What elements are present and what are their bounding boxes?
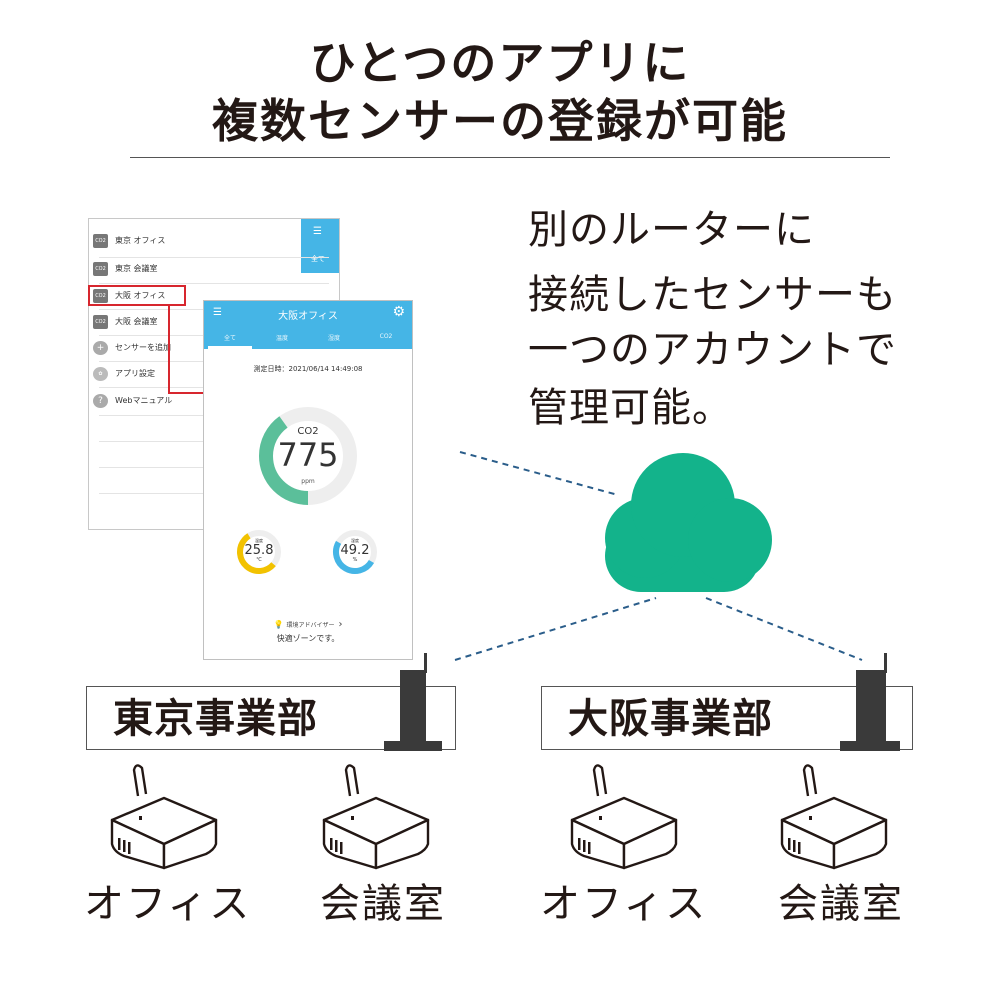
router-icon xyxy=(384,653,442,751)
menu-item-label: センサーを追加 xyxy=(115,343,171,352)
sensor-label-tokyo-meeting-room: 会議室 xyxy=(320,881,446,927)
co2-sensor-device-icon xyxy=(322,764,430,870)
plus-icon: + xyxy=(93,340,108,355)
menu-item-label: 大阪 オフィス xyxy=(115,291,166,300)
sensor-label-osaka-meeting-room: 会議室 xyxy=(778,881,904,927)
detail-tabs: 全て 温度 湿度 CO2 xyxy=(204,327,412,349)
tab-humidity[interactable]: 湿度 xyxy=(327,335,340,342)
menu-item-web-manual[interactable]: ? Webマニュアル xyxy=(93,391,305,411)
measured-timestamp: 測定日時：2021/06/14 14:49:08 xyxy=(253,365,363,373)
co2-sensor-icon: CO2 xyxy=(93,288,108,303)
description-line-1: 別のルーターに xyxy=(528,207,815,253)
menu-item-app-settings[interactable]: ✿ アプリ設定 xyxy=(93,364,305,384)
humidity-gauge-fill xyxy=(333,530,377,574)
advisor-label: 環境アドバイザー xyxy=(286,622,335,629)
temperature-unit: ℃ xyxy=(256,557,262,563)
menu-item-tokyo-meeting-room[interactable]: CO2 東京 会議室 xyxy=(93,259,305,279)
co2-label: CO2 xyxy=(297,426,319,437)
site-banner-osaka: 大阪事業部 xyxy=(541,686,913,750)
menu-item-label: 大阪 会議室 xyxy=(115,317,158,326)
temperature-label: 温度 xyxy=(255,538,263,543)
co2-gauge xyxy=(259,407,357,505)
temperature-value: 25.8 xyxy=(244,543,274,558)
headline-line-1: ひとつのアプリに xyxy=(309,36,691,90)
menu-item-label: 東京 オフィス xyxy=(115,236,166,245)
gear-icon: ✿ xyxy=(93,366,108,381)
co2-sensor-device-icon xyxy=(570,764,678,870)
detail-header: ☰ 大阪オフィス ⚙ xyxy=(204,301,412,327)
co2-unit: ppm xyxy=(301,478,315,485)
active-tab-indicator xyxy=(208,346,252,349)
site-banner-tokyo: 東京事業部 xyxy=(86,686,456,750)
co2-value: 775 xyxy=(277,436,339,474)
sensor-label-osaka-office: オフィス xyxy=(540,881,708,927)
headline-divider xyxy=(130,157,890,158)
menu-all-label[interactable]: 全て xyxy=(311,255,325,263)
selected-item-highlight xyxy=(88,285,186,306)
menu-item-label: アプリ設定 xyxy=(115,369,155,378)
description-line-2: 接続したセンサーも xyxy=(528,272,897,318)
environment-advisor-link[interactable]: 💡環境アドバイザー› xyxy=(204,619,412,630)
menu-item-label: Webマニュアル xyxy=(115,396,173,405)
menu-item-tokyo-office[interactable]: CO2 東京 オフィス xyxy=(93,231,305,251)
site-name-osaka: 大阪事業部 xyxy=(568,696,773,742)
co2-sensor-icon: CO2 xyxy=(93,233,108,248)
menu-item-osaka-meeting-room[interactable]: CO2 大阪 会議室 xyxy=(93,312,305,332)
cloud-to-osaka-line xyxy=(705,597,863,661)
chevron-right-icon: › xyxy=(338,619,343,630)
tab-temperature[interactable]: 温度 xyxy=(275,335,288,342)
highlight-connector-line xyxy=(168,306,206,394)
co2-gauge-fill xyxy=(259,407,357,505)
co2-sensor-icon: CO2 xyxy=(93,261,108,276)
tab-all[interactable]: 全て xyxy=(223,335,236,342)
humidity-unit: % xyxy=(352,557,358,563)
menu-item-label: 東京 会議室 xyxy=(115,264,158,273)
humidity-readout: 湿度 49.2 % xyxy=(332,538,378,563)
menu-divider xyxy=(99,283,329,284)
menu-item-osaka-office[interactable]: CO2 大阪 オフィス xyxy=(93,286,305,306)
menu-divider xyxy=(99,257,329,258)
co2-sensor-device-icon xyxy=(780,764,888,870)
description-line-3: 一つのアカウントで xyxy=(528,327,897,373)
router-icon xyxy=(840,653,900,751)
cloud-to-tokyo-line xyxy=(454,597,657,661)
menu-header: ☰ 全て xyxy=(301,219,339,273)
detail-title: 大阪オフィス xyxy=(278,311,338,322)
humidity-gauge xyxy=(333,530,377,574)
co2-sensor-icon: CO2 xyxy=(93,314,108,329)
gear-icon[interactable]: ⚙ xyxy=(392,304,405,320)
co2-sensor-device-icon xyxy=(110,764,218,870)
cloud-icon xyxy=(605,453,772,592)
humidity-label: 湿度 xyxy=(351,538,359,543)
comfort-status: 快適ゾーンです。 xyxy=(276,634,340,643)
hamburger-icon[interactable]: ☰ xyxy=(313,226,322,237)
menu-item-add-sensor[interactable]: + センサーを追加 xyxy=(93,338,305,358)
temperature-readout: 温度 25.8 ℃ xyxy=(236,538,282,563)
sensor-label-tokyo-office: オフィス xyxy=(84,881,252,927)
description-line-4: 管理可能。 xyxy=(528,385,733,431)
cloud-to-app-line xyxy=(459,451,619,496)
humidity-value: 49.2 xyxy=(340,543,370,558)
site-name-tokyo: 東京事業部 xyxy=(113,696,318,742)
tab-co2[interactable]: CO2 xyxy=(379,333,393,340)
help-icon: ? xyxy=(93,393,108,408)
headline-line-2: 複数センサーの登録が可能 xyxy=(212,94,788,148)
temperature-gauge xyxy=(237,530,281,574)
hamburger-icon[interactable]: ☰ xyxy=(213,307,222,318)
lightbulb-icon: 💡 xyxy=(273,620,284,629)
sensor-detail-screen: ☰ 大阪オフィス ⚙ 全て 温度 湿度 CO2 測定日時：2021/06/14 … xyxy=(203,300,413,660)
